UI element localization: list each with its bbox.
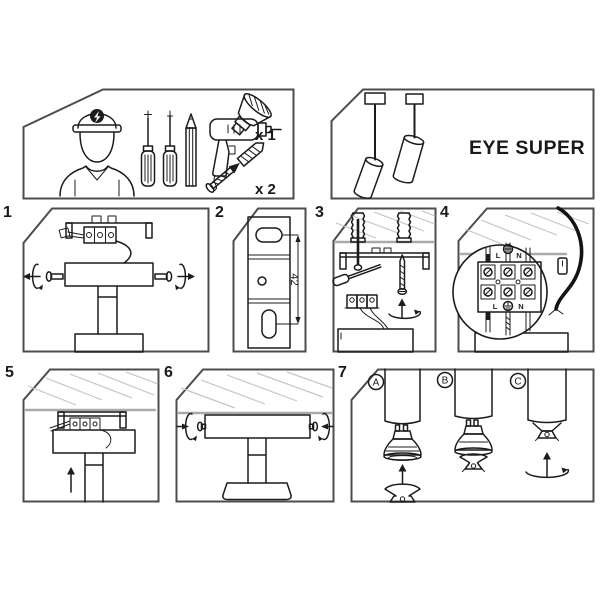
- electrician-icon: [59, 109, 135, 197]
- earth-symbol-icon: [502, 300, 514, 312]
- option-c-label: C: [514, 377, 521, 388]
- gu10-bulb-icon: [383, 424, 422, 461]
- option-b-label: B: [442, 376, 449, 387]
- panel-tools: x 1 x 2: [22, 88, 295, 200]
- step-7-number: 7: [338, 364, 347, 381]
- bracket-hole-spacing-dimension: 42: [288, 273, 300, 285]
- remove-side-screws-illustration: [23, 215, 195, 353]
- step-4-number: 4: [440, 204, 449, 221]
- spot-cylinder: [454, 368, 493, 420]
- magnifier-circle: [452, 244, 548, 340]
- phillips-screwdriver-icon: [140, 110, 156, 187]
- panel-step-4: L N L N: [452, 206, 595, 353]
- step-2-number: 2: [215, 204, 224, 221]
- step-1-number: 1: [3, 204, 12, 221]
- spot-cylinder: [384, 368, 421, 425]
- gu10-bulb-with-suction-tool-icon: [454, 419, 493, 472]
- wall-plug-screw-icon: [205, 142, 265, 193]
- flat-screwdriver-icon: [162, 110, 178, 187]
- terminal-label-neutral-top: N: [516, 251, 521, 260]
- option-a-label: A: [373, 378, 380, 389]
- panel-border: [330, 88, 595, 200]
- pencil-icon: [185, 113, 197, 187]
- option-a-badge: [367, 373, 385, 391]
- plug-qty-label: x 2: [255, 181, 276, 198]
- screw-icon: [397, 254, 408, 296]
- panel-step-7: A B: [350, 368, 595, 503]
- step-5-number: 5: [5, 364, 14, 381]
- spot-cylinder: [527, 368, 567, 424]
- bulb-qty-label: x 1: [255, 127, 276, 144]
- step-6-number: 6: [164, 364, 173, 381]
- push-canopy-to-ceiling-illustration: [25, 371, 159, 503]
- screwdriver-icon: [332, 263, 382, 287]
- fix-bracket-with-plugs-and-screws-illustration: [332, 210, 436, 353]
- pendant-spotlights-illustration: [353, 92, 425, 200]
- connect-wires-terminal-block-illustration: L N L N: [452, 206, 590, 353]
- panel-step-6: [175, 368, 335, 503]
- tighten-side-screws-illustration: [176, 371, 334, 501]
- panel-border: [232, 207, 307, 353]
- mounting-bracket-drill-template-illustration: [247, 216, 301, 349]
- insert-gu10-bulb-with-suction-tool-illustration: A B: [367, 368, 570, 503]
- panel-border: [22, 368, 160, 503]
- mains-cable: [554, 206, 584, 311]
- option-c-badge: [509, 372, 527, 390]
- wall-plug-icon: [396, 212, 412, 243]
- suction-tool-icon: [532, 422, 562, 441]
- option-b-badge: [436, 371, 454, 389]
- panel-border: [350, 368, 595, 503]
- step-3-number: 3: [315, 204, 324, 221]
- panel-product: EYE SUPER: [330, 88, 595, 200]
- panel-border: [175, 368, 335, 503]
- panel-step-1: [22, 207, 210, 353]
- terminal-label-live-bottom: L: [493, 302, 498, 311]
- panel-step-3: [332, 207, 437, 353]
- terminal-label-live-top: L: [496, 251, 501, 260]
- panel-step-5: [22, 368, 160, 503]
- panel-step-2: 42: [232, 207, 307, 353]
- suction-tool-icon: [384, 483, 421, 503]
- terminal-label-neutral-bottom: N: [518, 302, 523, 311]
- gu10-bulb-icon: [231, 93, 272, 136]
- product-name: EYE SUPER: [469, 137, 585, 159]
